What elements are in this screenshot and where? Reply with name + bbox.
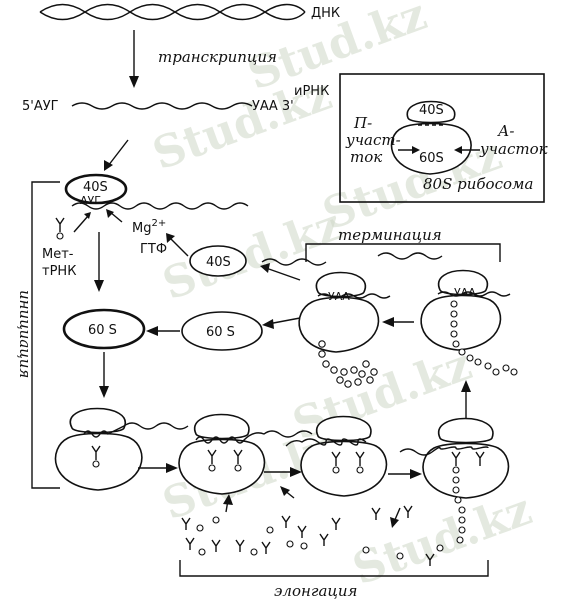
initiation-label: инициация — [16, 290, 34, 378]
arrow-to-60s — [94, 232, 104, 292]
initiation-complex: 40S АУГ — [64, 173, 249, 210]
elongation-label: элонгация — [274, 582, 357, 600]
p-site-label: ток — [350, 148, 382, 166]
mrna-start-codon: 5'АУГ — [22, 99, 59, 114]
termination-label: терминация — [338, 226, 442, 244]
met-trna-label: Мет- — [42, 247, 74, 262]
transcription-label: транскрипция — [158, 48, 277, 66]
free-60s-subunit — [181, 311, 263, 351]
elongation-ribosome-3 — [285, 415, 388, 497]
initiation-bracket — [31, 181, 60, 489]
initiation-60s-label: 60 S — [88, 323, 117, 338]
released-polypeptide-2 — [450, 300, 518, 376]
p-site-label: П- — [353, 114, 372, 132]
met-trna — [55, 212, 91, 240]
met-trna-label: тРНК — [42, 264, 76, 279]
ribosome-legend: 40S 60S П- участ- ток А- участок 80S риб… — [339, 73, 548, 203]
arrow-to-40s — [104, 139, 129, 171]
arrow-mg — [106, 209, 123, 223]
complex-aug-label: АУГ — [80, 194, 101, 207]
termination-ribosome-1: УАА — [261, 258, 391, 353]
mrna-label: иРНК — [294, 84, 329, 99]
mrna-stop-codon: УАА 3' — [252, 99, 294, 114]
arrow-to-termination — [461, 380, 471, 418]
initiation-60s-subunit — [62, 308, 146, 350]
elongation-ribosome-2 — [178, 413, 313, 495]
released-polypeptide-1 — [318, 340, 378, 388]
dna-helix — [39, 3, 306, 21]
mrna-strand — [71, 102, 253, 110]
arrow-to-assembly — [99, 352, 109, 398]
legend-40s-label: 40S — [419, 103, 444, 118]
termination-stop-codon: УАА — [328, 290, 350, 303]
aminoacyl-trna-pool — [181, 486, 444, 566]
legend-60s-label: 60S — [419, 151, 444, 166]
elongation-ribosome-4 — [399, 417, 510, 544]
arrow-release-40s — [260, 263, 301, 281]
arrow-release-60s — [262, 317, 301, 329]
gtp-label: ГТФ — [140, 242, 167, 257]
complex-40s-label: 40S — [83, 180, 108, 195]
elongation-ribosome-1 — [54, 407, 189, 491]
arrow-gtp — [166, 233, 189, 257]
free-60s-label: 60 S — [206, 325, 235, 340]
a-site-label: А- — [497, 122, 514, 140]
termination-bracket — [305, 243, 501, 262]
a-site-label: участок — [479, 140, 548, 158]
free-40s-subunit — [189, 245, 247, 277]
p-site-label: участ- — [345, 131, 401, 149]
arrow-between-terminations — [382, 317, 414, 327]
watermark-text: Stud.kz — [346, 484, 538, 595]
mg-label: Mg2+ — [132, 218, 166, 236]
termination-ribosome-2: УАА — [377, 252, 511, 351]
arrow-60s-recycle — [146, 326, 180, 336]
free-40s-label: 40S — [206, 255, 231, 270]
elongation-step-arrows — [138, 463, 422, 479]
ribosome-80s-label: 80S рибосома — [423, 175, 533, 193]
dna-label: ДНК — [311, 6, 340, 21]
elongation-bracket — [179, 560, 489, 577]
transcription-arrow — [129, 30, 139, 88]
